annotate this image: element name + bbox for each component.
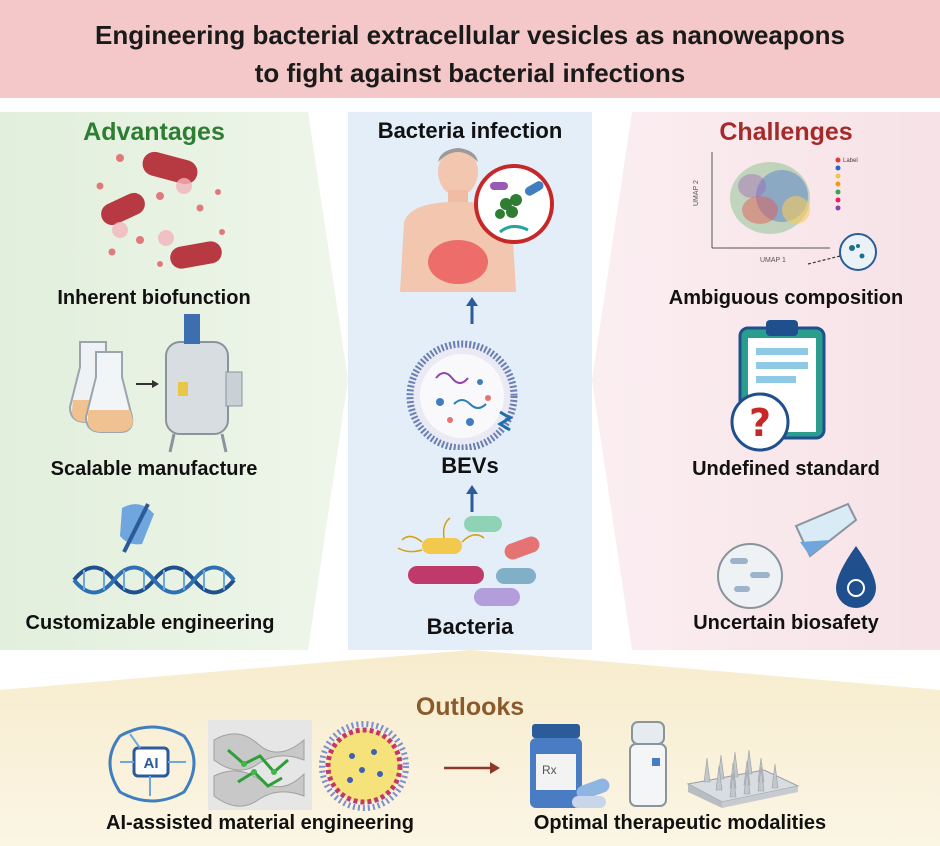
caption-bevs: BEVs xyxy=(441,453,499,478)
challenges-heading: Challenges xyxy=(719,118,853,146)
dna-hand-icon xyxy=(72,503,236,595)
biohazard-drop-icon xyxy=(717,502,876,609)
outlooks-heading: Outlooks xyxy=(415,693,525,721)
bacteria-infection-heading: Bacteria infection xyxy=(377,118,563,143)
arrow-up-icon-2 xyxy=(466,485,478,512)
arrow-right-icon xyxy=(444,762,500,774)
umap-x-label: UMAP 1 xyxy=(760,257,786,264)
caption-optimal-modalities: Optimal therapeutic modalities xyxy=(533,812,827,834)
caption-customizable-engineering: Customizable engineering xyxy=(25,612,275,634)
question-mark-glyph: ? xyxy=(749,401,771,445)
umap-y-label: UMAP 2 xyxy=(693,180,700,206)
human-torso-icon xyxy=(400,148,554,292)
bacteria-group-icon xyxy=(397,516,540,606)
clipboard-question-icon: ? xyxy=(730,320,826,452)
umap-plot-icon: UMAP 1 UMAP 2 Label xyxy=(693,152,877,271)
protein-structure-icon xyxy=(208,720,312,810)
title-line-2: to fight against bacterial infections xyxy=(254,58,686,88)
caption-scalable-manufacture: Scalable manufacture xyxy=(50,458,258,480)
title-line-1: Engineering bacterial extracellular vesi… xyxy=(95,20,845,50)
bioreactor-icon xyxy=(68,314,243,453)
bacteria-lysis-icon xyxy=(96,151,225,269)
advantages-heading: Advantages xyxy=(83,118,225,146)
vesicle-icon xyxy=(406,340,518,450)
legend-label: Label xyxy=(843,158,858,164)
flask-icon xyxy=(68,341,134,433)
title-band xyxy=(0,0,940,98)
microneedle-patch-icon xyxy=(686,749,800,808)
caption-ai-assisted: AI-assisted material engineering xyxy=(106,812,414,834)
rx-label: Rx xyxy=(542,763,557,777)
arrow-up-icon xyxy=(466,297,478,324)
caption-uncertain-biosafety: Uncertain biosafety xyxy=(693,612,879,634)
caption-ambiguous-composition: Ambiguous composition xyxy=(668,287,904,309)
caption-bacteria: Bacteria xyxy=(426,614,514,639)
caption-undefined-standard: Undefined standard xyxy=(692,458,880,480)
inhaler-icon xyxy=(629,721,667,807)
nanoparticle-icon xyxy=(319,721,409,811)
ai-badge-text: AI xyxy=(144,755,159,772)
caption-inherent-biofunction: Inherent biofunction xyxy=(57,287,251,309)
pill-bottle-icon: Rx xyxy=(530,724,610,808)
ai-brain-icon: AI xyxy=(108,725,196,803)
